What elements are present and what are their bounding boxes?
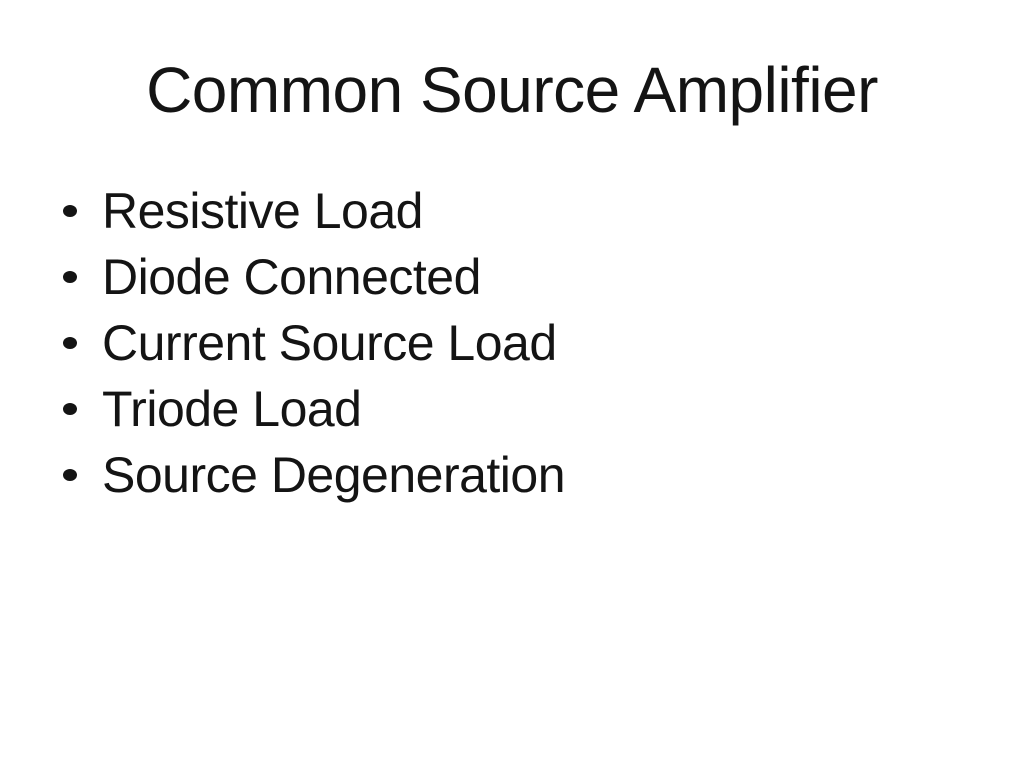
list-item: Diode Connected [63, 244, 565, 310]
bullet-icon [63, 403, 77, 415]
bullet-label: Source Degeneration [102, 447, 566, 503]
bullet-list: Resistive Load Diode Connected Current S… [63, 178, 566, 508]
list-item: Resistive Load [63, 178, 565, 244]
bullet-label: Current Source Load [102, 315, 557, 371]
bullet-icon [63, 205, 77, 217]
bullet-icon [63, 271, 77, 283]
list-item: Current Source Load [63, 310, 565, 376]
slide-title: Common Source Amplifier [146, 54, 878, 126]
bullet-label: Triode Load [102, 381, 362, 437]
bullet-icon [63, 469, 77, 481]
list-item: Triode Load [63, 376, 565, 442]
bullet-icon [63, 337, 77, 349]
bullet-label: Diode Connected [102, 249, 481, 305]
list-item: Source Degeneration [63, 442, 566, 508]
bullet-label: Resistive Load [102, 183, 423, 239]
